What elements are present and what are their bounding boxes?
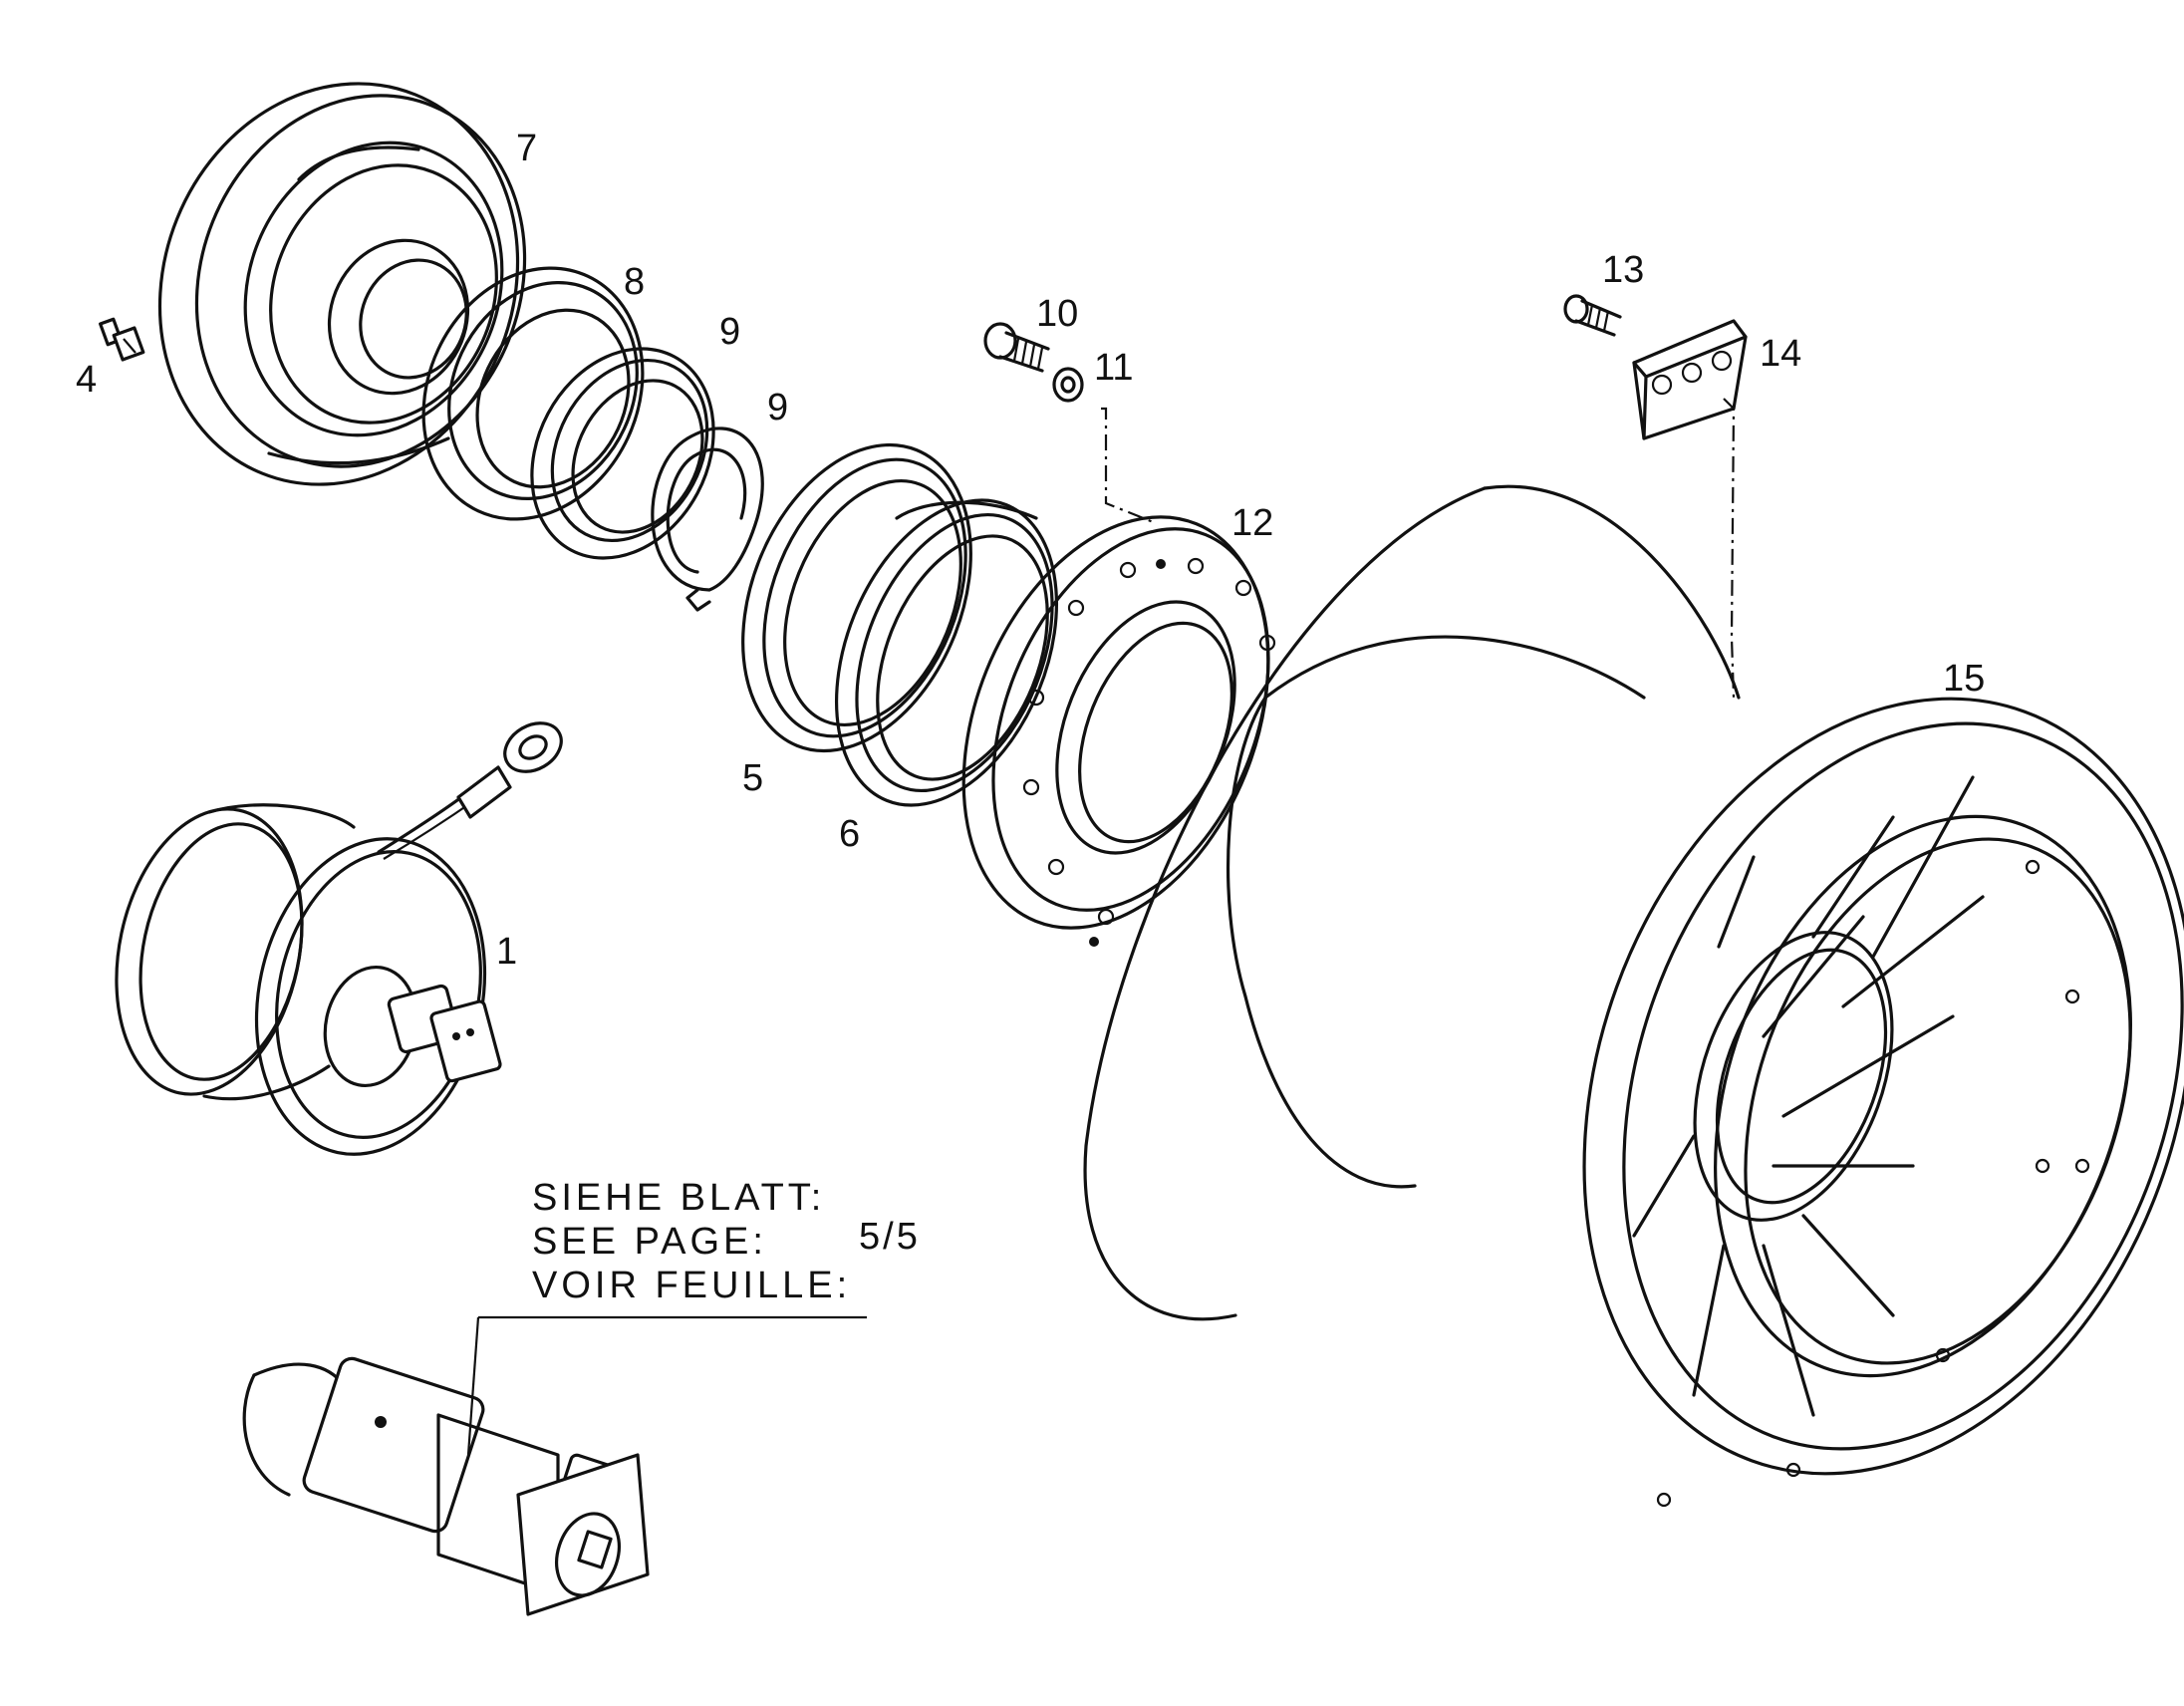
part-14-clamp-block bbox=[1632, 319, 1748, 699]
callout-9-b: 6 bbox=[839, 813, 861, 855]
drive-motor bbox=[242, 1315, 867, 1616]
cross-reference-note: SIEHE BLATT: SEE PAGE: VOIR FEUILLE: bbox=[532, 1176, 851, 1307]
part-4-grease-nipple bbox=[99, 317, 145, 362]
callout-6: 8 bbox=[624, 261, 646, 303]
part-10-cap-screw bbox=[983, 322, 1050, 373]
callout-5: 7 bbox=[516, 128, 538, 169]
callout-7: 9 bbox=[719, 311, 741, 353]
callout-4: 4 bbox=[76, 359, 98, 401]
callout-15: 15 bbox=[1943, 658, 1986, 700]
part-15-reel-housing bbox=[1083, 484, 2184, 1508]
part-6-bearing-ring bbox=[421, 266, 645, 521]
callout-9-a: 5 bbox=[742, 757, 764, 799]
callout-10: 10 bbox=[1036, 293, 1079, 335]
part-5-pulley-disc bbox=[157, 82, 527, 486]
part-1-hose-reel bbox=[115, 721, 563, 1156]
callout-13: 13 bbox=[1602, 249, 1645, 291]
part-8-circlip bbox=[651, 426, 764, 612]
callout-12: 12 bbox=[1231, 502, 1274, 544]
note-line-de: SIEHE BLATT: bbox=[532, 1177, 826, 1219]
callout-11: 11 bbox=[1094, 347, 1134, 389]
note-line-fr: VOIR FEUILLE: bbox=[532, 1265, 852, 1306]
callout-14: 14 bbox=[1760, 333, 1802, 375]
callout-1: 1 bbox=[496, 931, 518, 973]
part-13-screw bbox=[1563, 294, 1622, 337]
part-7-seal-ring bbox=[530, 347, 715, 560]
part-9-seal-a bbox=[741, 442, 972, 753]
note-line-en: SEE PAGE: bbox=[532, 1221, 767, 1263]
page-reference: 5/5 bbox=[859, 1216, 921, 1258]
part-12-bearing-flange bbox=[961, 407, 1276, 947]
part-11-washer bbox=[1052, 367, 1084, 403]
callout-8: 9 bbox=[767, 387, 789, 428]
